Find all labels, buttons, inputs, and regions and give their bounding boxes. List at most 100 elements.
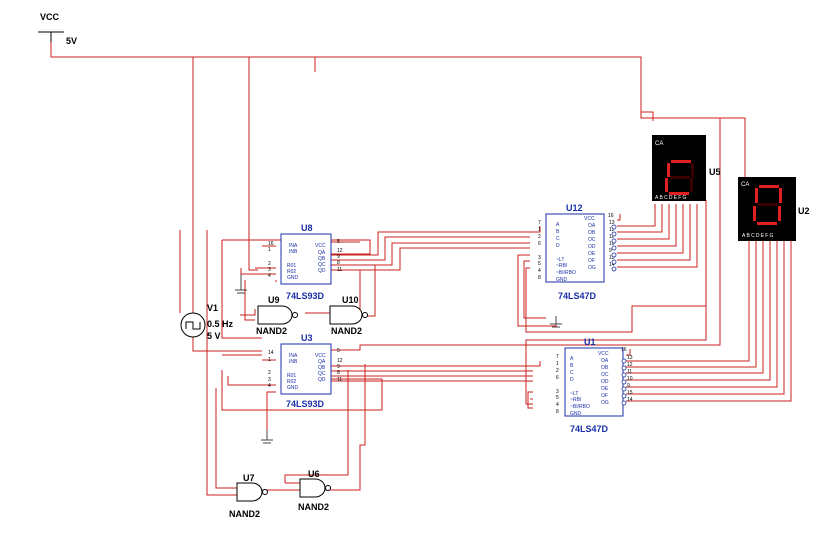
pin-number: 4: [268, 273, 271, 279]
pin-label: R01: [287, 263, 296, 269]
pin-number: 3: [538, 255, 541, 261]
pin-number: 1: [268, 247, 271, 253]
pin-label: VCC: [315, 243, 326, 249]
pin-label: ~BI/RBO: [556, 270, 576, 276]
pin-number: 2: [268, 261, 271, 267]
chip-type: 74LS93D: [286, 291, 325, 301]
gate-ref: U7: [243, 473, 255, 483]
pin-number: 8: [337, 260, 340, 266]
pin-label: OE: [588, 251, 596, 257]
pin-label: B: [556, 229, 560, 235]
decoder-u12: U12 74LS47D 16 7 1 2 6 3 5 4 8 A B C D ~…: [538, 203, 617, 301]
pin-number: 4: [538, 268, 541, 274]
square-wave-icon: [185, 321, 201, 330]
nand-gate-u9: U9 NAND2: [256, 295, 298, 336]
pin-number: 8: [337, 370, 340, 376]
chip-ref: U8: [301, 223, 313, 233]
nand-gate-u6: U6 NAND2: [298, 469, 331, 512]
pin-label: VCC: [584, 216, 595, 222]
pin-label: INA: [289, 353, 298, 359]
digit-c-icon: [665, 160, 694, 195]
pin-number: 1: [268, 357, 271, 363]
pin-label: OD: [601, 379, 609, 385]
vcc-label: VCC: [40, 12, 60, 22]
pin-label: ~LT: [556, 257, 564, 263]
pin-number: 14: [268, 350, 274, 356]
chip-type: 74LS93D: [286, 399, 325, 409]
gate-type: NAND2: [256, 326, 287, 336]
counter-u8: U8 74LS93D 16 1 2 3 4 INA INB R01 R02 GN…: [268, 223, 343, 301]
pin-number: 9: [337, 364, 340, 370]
display-ref: U2: [798, 206, 810, 216]
pin-label: OB: [588, 230, 596, 236]
pin-number: 11: [337, 267, 342, 273]
pin-label: GND: [570, 411, 582, 417]
source-amplitude: 5 V: [207, 331, 221, 341]
decoder-u1: U1 74LS47D 16 7 1 2 6 3 5 4 8 A B C D ~L…: [556, 337, 633, 434]
pin-label: OA: [601, 358, 609, 364]
pin-number: 3: [556, 389, 559, 395]
pin-label: OB: [601, 365, 609, 371]
display-body: [652, 135, 706, 201]
pin-label: OA: [588, 223, 596, 229]
pin-label: QB: [318, 365, 326, 371]
nand-gate-icon: [257, 305, 293, 325]
pin-number: 9: [609, 248, 612, 254]
ground-icon: [235, 274, 247, 294]
nand-gate-u10: U10 NAND2: [329, 295, 368, 336]
vcc-voltage: 5V: [66, 36, 77, 46]
pin-label: C: [570, 370, 574, 376]
gate-ref: U9: [268, 295, 280, 305]
display-ref: U5: [709, 167, 721, 177]
pin-label: OC: [601, 372, 609, 378]
pin-label: OE: [601, 386, 609, 392]
pin-label: B: [570, 363, 574, 369]
pin-number: 10: [627, 376, 633, 382]
source-frequency: 0.5 Hz: [207, 319, 234, 329]
pin-number: 7: [538, 220, 541, 226]
pin-number: 16: [621, 347, 627, 353]
source-name: V1: [207, 303, 218, 313]
gate-type: NAND2: [298, 502, 329, 512]
pin-label: OG: [588, 265, 596, 271]
ground-icon: [550, 316, 562, 328]
display-tag: CA: [741, 182, 749, 188]
pin-number: 8: [556, 409, 559, 415]
nand-gate-icon: [329, 305, 363, 325]
pin-number: 11: [627, 369, 632, 375]
pin-number: 16: [268, 241, 274, 247]
pin-label: QB: [318, 256, 326, 262]
digit-zero-icon: [753, 185, 782, 225]
pin-number: 5: [538, 261, 541, 267]
pin-label: OF: [588, 258, 595, 264]
pin-label: QC: [318, 262, 326, 268]
pin-number: 12: [627, 362, 633, 368]
pin-number: 10: [609, 241, 615, 247]
pin-number: 9: [337, 254, 340, 260]
pin-label: D: [570, 377, 574, 383]
pin-number: 2: [538, 234, 541, 240]
pin-label: ~BI/RBO: [570, 404, 590, 410]
pin-label: GND: [287, 385, 299, 391]
wires: [50, 42, 792, 496]
pin-number: 5: [337, 239, 340, 245]
pin-number: 15: [627, 390, 633, 396]
pin-number: 13: [627, 355, 633, 361]
pin-number: 12: [337, 358, 343, 364]
segment-labels: ABCDEFG: [655, 195, 688, 201]
gate-ref: U10: [342, 295, 359, 305]
pin-label: INB: [289, 359, 298, 365]
pin-label: VCC: [315, 353, 326, 359]
pin-label: GND: [287, 275, 299, 281]
pin-number: 2: [268, 370, 271, 376]
pin-number: 1: [556, 361, 559, 367]
pin-label: OF: [601, 393, 608, 399]
pin-label: QD: [318, 377, 326, 383]
seven-segment-u5: CA ABCDEFG U5: [652, 135, 721, 201]
output-bubbles: [611, 224, 617, 272]
pin-label: QA: [318, 250, 326, 256]
pin-number: 8: [538, 275, 541, 281]
pin-number: 14: [627, 397, 633, 403]
pin-label: ~RBI: [556, 263, 567, 269]
